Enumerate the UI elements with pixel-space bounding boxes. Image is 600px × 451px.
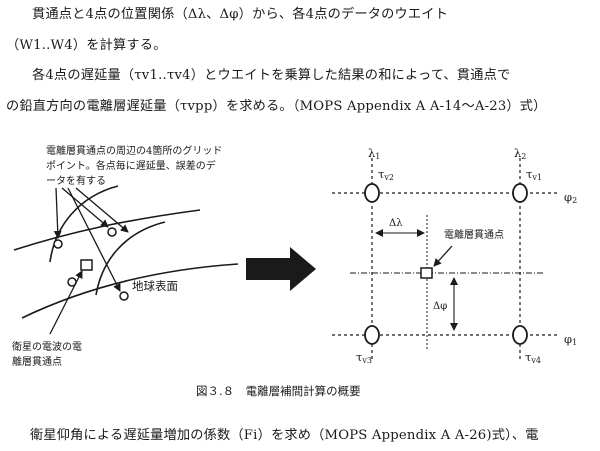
left-schematic: 電離層貫通点の周辺の4箇所のグリッド ポイント。各点毎に遅延量、誤差のデ ータを…: [12, 144, 239, 368]
left-grid-point-4: [119, 291, 129, 301]
delta-phi-label: Δφ: [433, 301, 447, 312]
meridian-arc-right: [95, 221, 166, 296]
note-arrow-2: [61, 187, 109, 228]
satellite-pierce-label-line-1: 衛星の電波の電: [12, 340, 82, 353]
lambda-1-label: λ1: [368, 146, 380, 161]
meridian-arc-left: [49, 185, 119, 263]
tau-v2-label: τv2: [378, 167, 394, 182]
left-grid-point-2: [107, 227, 117, 237]
right-grid-diagram: λ1 λ2 φ2 φ1 τv2 τv1 τv3 τv4 Δλ Δφ 電離層貫通点: [332, 146, 577, 365]
left-pierce-point: [80, 259, 93, 271]
lambda-2-label: λ2: [514, 146, 526, 161]
grid-point-v1: [512, 183, 528, 203]
left-grid-point-1: [53, 239, 63, 249]
grid-point-v3: [364, 325, 380, 345]
transform-arrow-icon: [246, 247, 316, 291]
paragraph-3-line-1: 衛星仰角による遅延量増加の係数（Fi）を求め（MOPS Appendix A A…: [30, 428, 539, 443]
earth-surface-label: 地球表面: [132, 279, 178, 293]
paragraph-2-line-2: の鉛直方向の電離層遅延量（τvpp）を求める。（MOPS Appendix A …: [6, 99, 547, 114]
tau-v4-label: τv4: [525, 350, 541, 365]
earth-surface-arc: [21, 263, 239, 319]
paragraph-1-line-2: （W1..W4）を計算する。: [6, 38, 167, 53]
tau-v1-label: τv1: [526, 167, 542, 182]
grid-point-note-line-3: ータを有する: [46, 174, 106, 187]
pierce-point-arrow: [433, 245, 453, 267]
phi-1-label: φ1: [564, 332, 577, 347]
paragraph-1-line-1: 貫通点と4点の位置関係（Δλ、Δφ）から、各4点のデータのウエイト: [32, 7, 449, 22]
satellite-pierce-arrow: [49, 270, 83, 335]
delta-lambda-label: Δλ: [389, 218, 403, 229]
paragraph-2-line-1: 各4点の遅延量（τv1‥τv4）とウエイトを乗算した結果の和によって、貫通点で: [32, 68, 511, 83]
figure-caption: 図３.８ 電離層補間計算の概要: [196, 384, 361, 398]
grid-point-v4: [512, 325, 528, 345]
note-arrow-4: [75, 187, 129, 233]
phi-2-label: φ2: [564, 190, 577, 205]
pierce-point-label: 電離層貫通点: [444, 228, 504, 241]
note-arrow-1: [53, 187, 62, 239]
tau-v3-label: τv3: [356, 350, 372, 365]
note-arrow-3: [67, 187, 121, 292]
ionosphere-arc-upper: [13, 209, 201, 251]
grid-point-note-line-1: 電離層貫通点の周辺の4箇所のグリッド: [46, 144, 222, 157]
grid-point-note-line-2: ポイント。各点毎に遅延量、誤差のデ: [46, 159, 216, 172]
right-pierce-point: [420, 267, 433, 279]
grid-point-v2: [364, 183, 380, 203]
satellite-pierce-label-line-2: 離層貫通点: [12, 355, 62, 368]
